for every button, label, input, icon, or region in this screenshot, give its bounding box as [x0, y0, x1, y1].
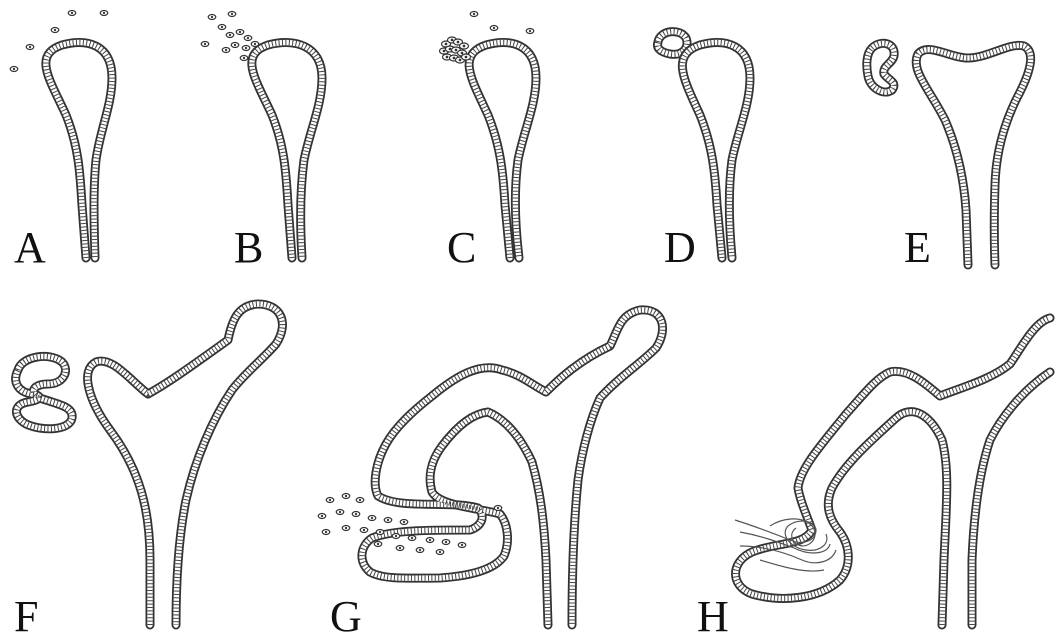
cell-nucleus — [245, 47, 247, 49]
cell-nucleus — [445, 541, 447, 543]
cell-nucleus — [363, 529, 365, 531]
panel-f-branching-tube — [88, 304, 283, 625]
epithelium-wall-inner — [362, 310, 663, 625]
epithelium-wall-inner — [972, 372, 1050, 625]
panel-h: H — [697, 318, 1050, 639]
cell-nucleus — [239, 31, 241, 33]
panel-f: F — [14, 304, 282, 639]
cell-nucleus — [439, 551, 441, 553]
panel-d-label: D — [664, 223, 696, 272]
cell-nucleus — [395, 535, 397, 537]
cell-nucleus — [473, 13, 475, 15]
cell-nucleus — [453, 57, 456, 60]
cell-nucleus — [399, 547, 401, 549]
panel-f-label: F — [14, 592, 38, 639]
cell-nucleus — [457, 41, 460, 44]
cell-nucleus — [451, 39, 454, 42]
cell-nucleus — [345, 495, 347, 497]
panel-g: G — [318, 310, 662, 639]
cell-nucleus — [231, 13, 233, 15]
cell-nucleus — [371, 517, 373, 519]
epithelium-wall-ticks — [916, 45, 1030, 265]
epithelium-wall-outer — [469, 43, 536, 258]
panel-a-label: A — [14, 223, 46, 272]
epithelium-wall-inner — [916, 45, 1030, 265]
cell-nucleus — [321, 515, 323, 517]
cell-nucleus — [13, 68, 15, 70]
panel-a-epithelial-tube — [46, 43, 112, 258]
panel-e-comma-shaped-body — [867, 43, 894, 92]
cell-nucleus — [429, 539, 431, 541]
cell-nucleus — [493, 27, 495, 29]
cell-nucleus — [379, 531, 381, 533]
cell-nucleus — [225, 49, 227, 51]
cell-nucleus — [411, 537, 413, 539]
cell-nucleus — [529, 30, 531, 32]
cell-nucleus — [211, 16, 213, 18]
cell-nucleus — [446, 56, 449, 59]
cell-nucleus — [355, 513, 357, 515]
panel-c-condensed-cell-aggregate — [440, 37, 471, 63]
panel-c: C — [440, 12, 537, 273]
cell-nucleus — [445, 43, 448, 46]
panel-d: D — [658, 32, 751, 272]
cell-nucleus — [497, 507, 499, 509]
cell-nucleus — [243, 57, 245, 59]
cell-nucleus — [54, 29, 56, 31]
cell-nucleus — [403, 521, 405, 523]
epithelium-wall-ticks — [88, 304, 283, 625]
cell-nucleus — [234, 44, 236, 46]
panel-c-cells — [470, 12, 534, 34]
panel-h-glomerular-capillaries — [735, 519, 836, 571]
panel-g-label: G — [330, 592, 362, 639]
cell-nucleus — [229, 34, 231, 36]
cell-nucleus — [325, 531, 327, 533]
cell-nucleus — [461, 544, 463, 546]
panel-a: A — [10, 11, 112, 273]
panel-g-nephron-loop-and-duct — [362, 310, 663, 625]
cell-nucleus — [359, 499, 361, 501]
cell-nucleus — [221, 26, 223, 28]
panel-b: B — [201, 12, 322, 273]
epithelium-wall-outer — [736, 318, 1051, 625]
panel-e: E — [867, 43, 1031, 272]
cell-nucleus — [254, 43, 256, 45]
cell-nucleus — [419, 549, 421, 551]
epithelium-wall-inner — [88, 304, 283, 625]
cell-nucleus — [339, 511, 341, 513]
cell-nucleus — [461, 52, 464, 55]
panel-c-label: C — [447, 223, 476, 272]
cell-nucleus — [387, 519, 389, 521]
cell-nucleus — [465, 56, 468, 59]
cell-nucleus — [377, 543, 379, 545]
cell-nucleus — [29, 46, 31, 48]
panel-c-epithelial-tube — [469, 43, 536, 258]
cell-nucleus — [329, 499, 331, 501]
panel-e-label: E — [904, 223, 931, 272]
cell-nucleus — [345, 527, 347, 529]
epithelium-wall-outer — [916, 45, 1030, 265]
panel-d-renal-vesicle — [658, 32, 688, 55]
cell-nucleus — [204, 43, 206, 45]
cell-nucleus — [443, 50, 446, 53]
panel-f-s-shaped-body — [16, 356, 72, 428]
cell-nucleus — [459, 59, 462, 62]
cell-nucleus — [247, 37, 249, 39]
panel-h-nephron-with-glomerulus — [736, 318, 1051, 625]
cell-nucleus — [103, 12, 105, 14]
panel-b-label: B — [234, 223, 263, 272]
cell-nucleus — [71, 12, 73, 14]
cell-nucleus — [463, 45, 466, 48]
panel-h-label: H — [697, 592, 729, 639]
epithelium-wall-outer — [88, 304, 283, 625]
cell-nucleus — [455, 49, 458, 52]
panel-e-branching-tube — [916, 45, 1030, 265]
